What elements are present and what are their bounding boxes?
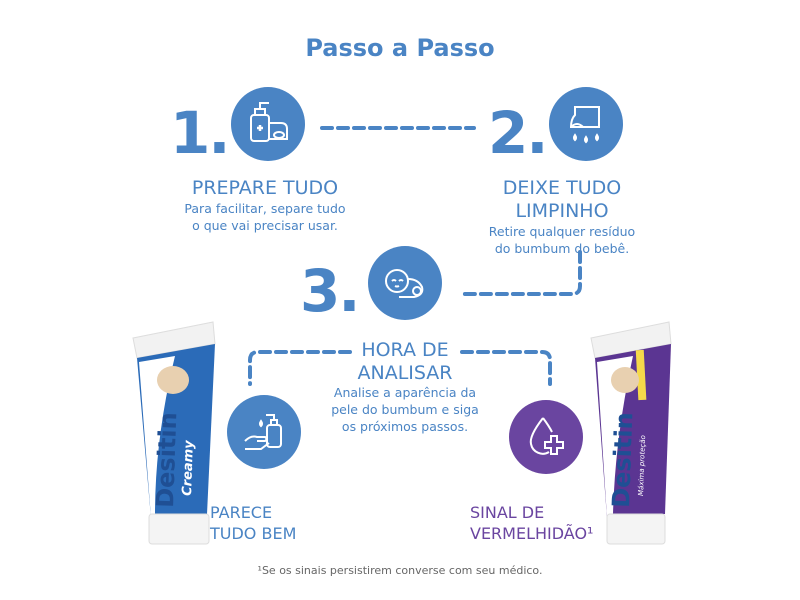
step-3-description: Analise a aparência da pele do bumbum e …: [331, 385, 479, 434]
footnote: ¹Se os sinais persistirem converse com s…: [257, 564, 543, 577]
step-2-description: Retire qualquer resíduo do bumbum do beb…: [488, 224, 636, 256]
desitin-max-tube: Desitin Máxima proteção: [590, 321, 672, 545]
step-2-number: 2.: [488, 99, 548, 167]
step-1-description: Para facilitar, separe tudo o que vai pr…: [184, 201, 346, 233]
connector-3-right: [460, 350, 552, 386]
connector-2-3: [460, 250, 582, 296]
step-3-heading: HORA DE ANALISAR: [357, 339, 453, 384]
drop-cross-icon: [509, 400, 583, 474]
sanitizer-towel-icon: [231, 87, 305, 161]
hand-soap-icon: [227, 395, 301, 469]
tube-variant: Creamy: [180, 440, 197, 497]
step-3-number: 3.: [300, 257, 360, 325]
baby-icon: [368, 246, 442, 320]
page-title: Passo a Passo: [305, 34, 495, 62]
diaper-drops-icon: [549, 87, 623, 161]
outcome-ok-label: PARECE TUDO BEM: [210, 503, 297, 543]
step-1-number: 1.: [170, 99, 230, 167]
desitin-creamy-tube: Desitin Creamy: [132, 321, 216, 545]
step-1-heading: PREPARE TUDO: [191, 177, 339, 199]
connector-3-left: [248, 350, 352, 386]
tube-brand: Desitin: [151, 412, 182, 508]
svg-text:Desitin: Desitin: [607, 412, 638, 508]
outcome-redness-label: SINAL DE VERMELHIDÃO¹: [470, 503, 594, 543]
step-2-heading: DEIXE TUDO LIMPINHO: [502, 177, 622, 222]
svg-text:Máxima proteção: Máxima proteção: [637, 435, 647, 496]
